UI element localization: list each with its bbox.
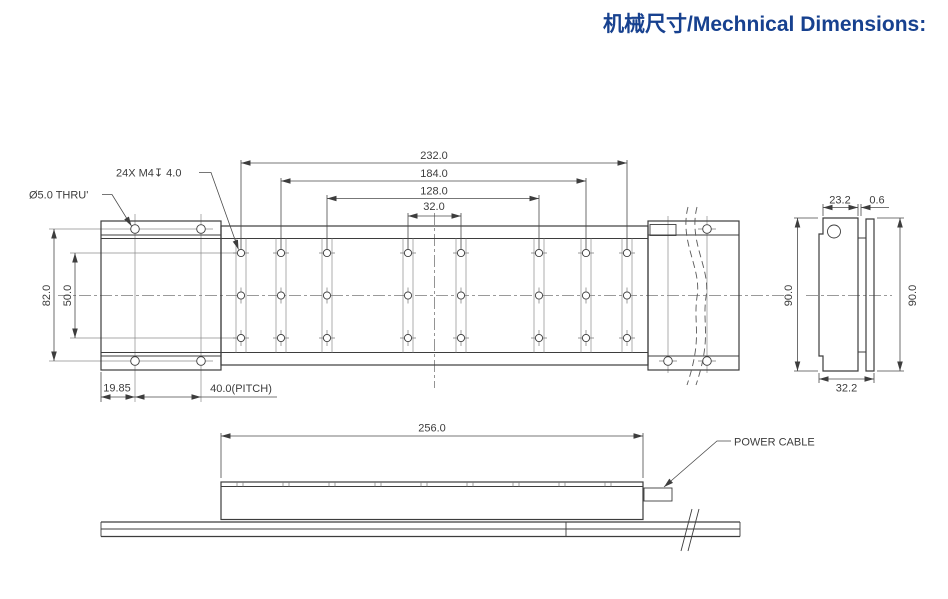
tapped-hole-columns xyxy=(233,238,635,353)
dim-256: 256.0 xyxy=(418,423,446,435)
plan-view: 232.0 184.0 128.0 32.0 82.0 50.0 19.85 4… xyxy=(29,150,790,402)
side-view: 23.2 0.6 90.0 90.0 32.2 xyxy=(783,195,919,395)
dim-90-left: 90.0 xyxy=(783,285,795,306)
dim-82: 82.0 xyxy=(41,285,53,306)
bottom-dimensions: 256.0 xyxy=(220,423,644,478)
side-outline xyxy=(818,217,875,372)
dim-32-2: 32.2 xyxy=(836,383,857,395)
base-rail xyxy=(100,508,741,552)
plan-bottom-dimensions: 19.85 40.0(PITCH) xyxy=(100,372,277,402)
power-cable-callout: POWER CABLE xyxy=(663,437,815,488)
label-thru-holes: Ø5.0 THRU' xyxy=(29,190,88,202)
side-dimensions: 23.2 0.6 90.0 90.0 32.2 xyxy=(783,195,919,395)
side-hole xyxy=(827,224,841,239)
power-connector xyxy=(643,487,673,502)
dim-184: 184.0 xyxy=(420,168,448,180)
thru-holes xyxy=(130,224,712,366)
label-power-cable: POWER CABLE xyxy=(734,437,815,449)
rail-break-mark xyxy=(680,508,700,552)
dim-90-right: 90.0 xyxy=(907,285,919,306)
plan-outline xyxy=(100,220,740,371)
plan-centerlines xyxy=(58,213,790,388)
end-connector xyxy=(649,224,677,236)
forcer-body xyxy=(220,481,673,521)
dim-50: 50.0 xyxy=(62,285,74,306)
plan-construction-lines xyxy=(49,214,716,402)
plan-left-dimensions: 82.0 50.0 xyxy=(41,229,78,361)
label-tapped-holes: 24X M4↧ 4.0 xyxy=(116,168,181,180)
plan-top-dimensions: 232.0 184.0 128.0 32.0 xyxy=(240,150,628,249)
dim-0-6: 0.6 xyxy=(869,195,884,207)
dim-232: 232.0 xyxy=(420,150,448,162)
hole-callouts: 24X M4↧ 4.0 Ø5.0 THRU' xyxy=(29,168,239,250)
dim-32: 32.0 xyxy=(423,201,444,213)
dim-23-2: 23.2 xyxy=(829,195,850,207)
break-lines xyxy=(685,206,708,386)
dim-19-85: 19.85 xyxy=(103,383,131,395)
dim-40-pitch: 40.0(PITCH) xyxy=(210,383,272,395)
bottom-view: 256.0 POWER CABLE xyxy=(100,423,815,552)
page-title: 机械尺寸/Mechnical Dimensions: xyxy=(603,13,927,36)
dim-128: 128.0 xyxy=(420,186,448,198)
